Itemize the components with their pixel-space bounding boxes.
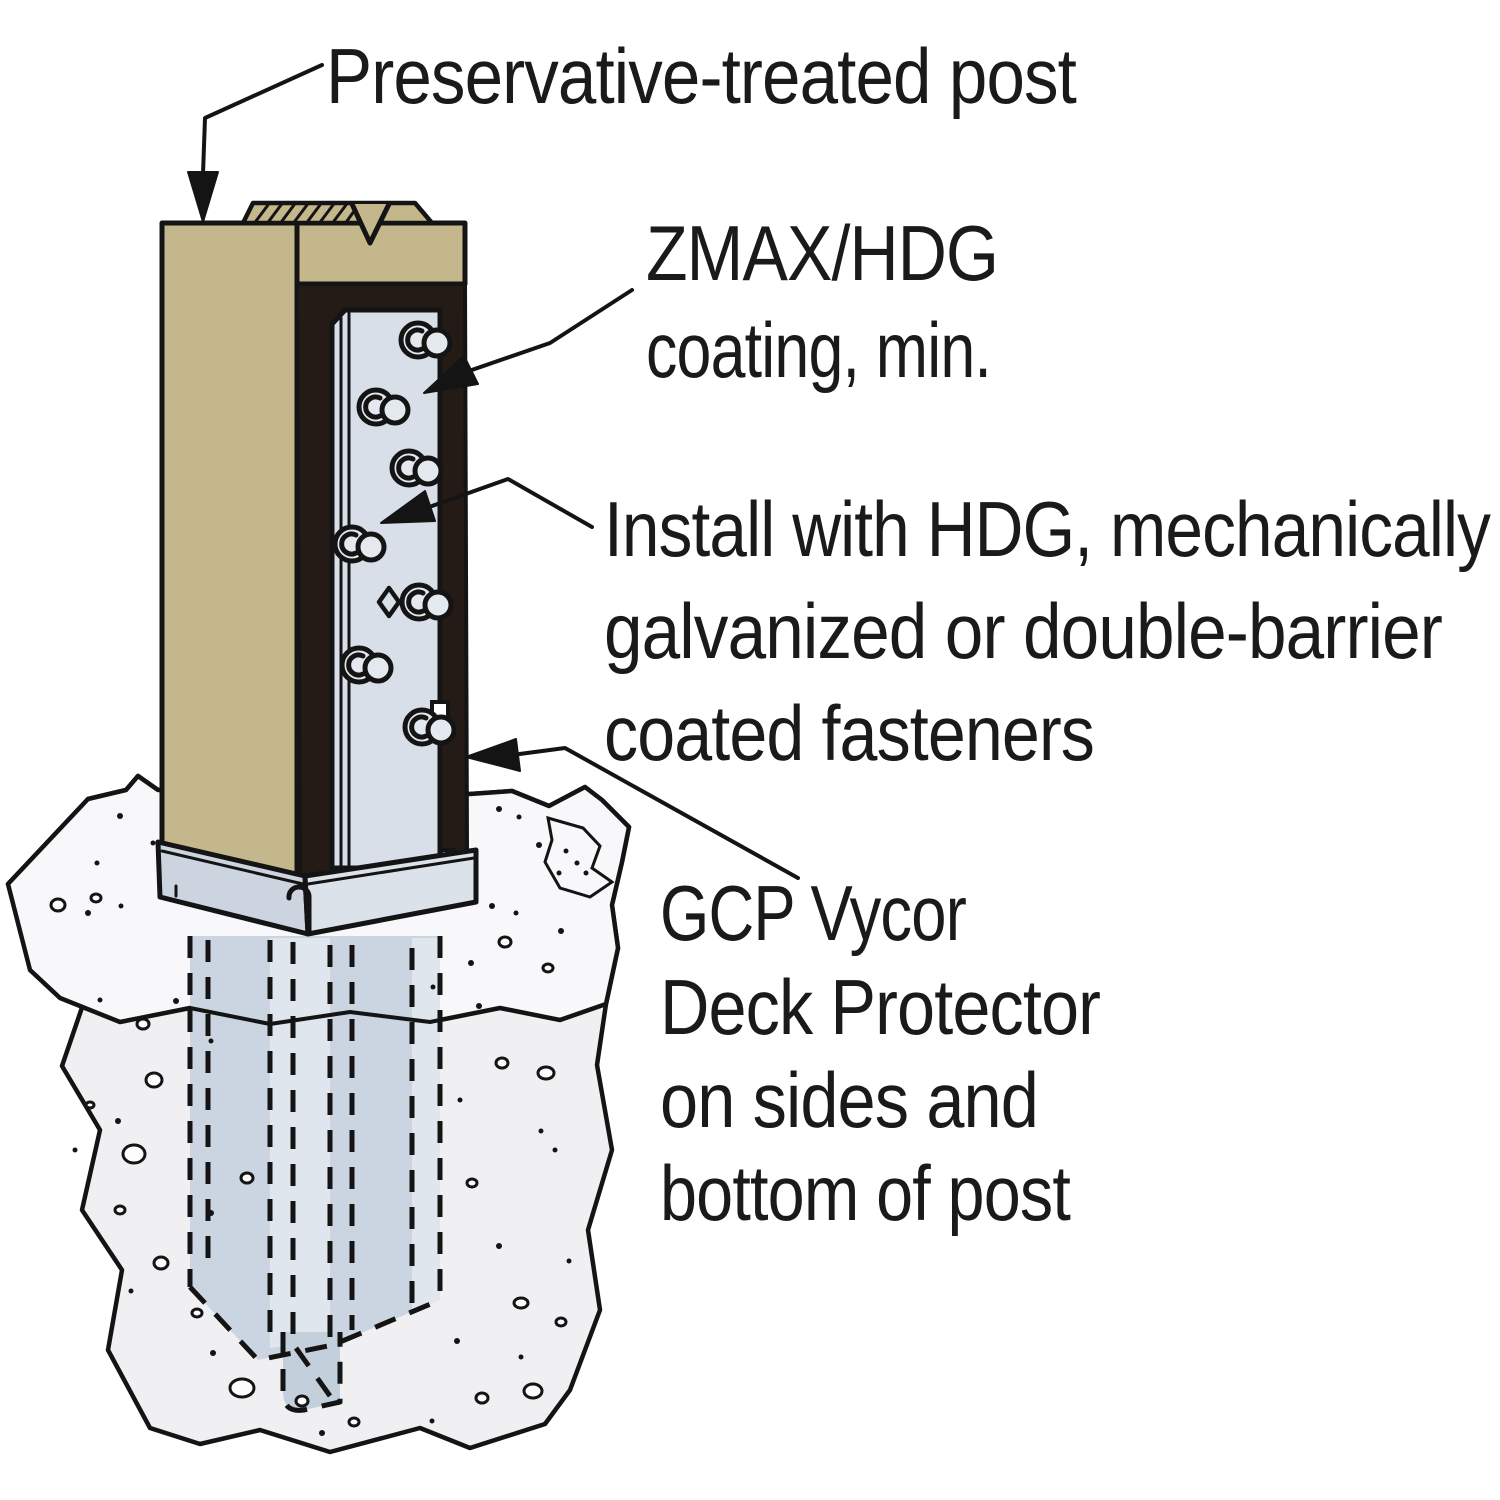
base-collar	[155, 839, 479, 937]
post-front-face	[159, 220, 300, 879]
label-fasteners-line3: coated fasteners	[604, 689, 1094, 777]
label-coating-line2: coating, min.	[646, 306, 991, 394]
leader-lines	[187, 63, 800, 880]
buried-foot-fill	[283, 1332, 340, 1411]
buried-post-base	[28, 936, 608, 1413]
label-membrane-line2: Deck Protector	[660, 963, 1100, 1051]
hidden-edges	[187, 936, 443, 1413]
label-membrane-line3: on sides and	[660, 1056, 1038, 1144]
pebbles	[49, 892, 568, 1428]
concrete-texture	[49, 806, 615, 1436]
labels: Preservative-treated post ZMAX/HDG coati…	[326, 32, 1492, 1237]
post-side-face-top	[294, 220, 468, 287]
strap-diamond-hole	[376, 585, 402, 619]
label-membrane-line1: GCP Vycor	[660, 869, 966, 957]
post-base-strap	[329, 307, 456, 871]
arrowhead-membrane	[465, 738, 521, 772]
label-coating-line1: ZMAX/HDG	[646, 209, 998, 297]
leader-coating	[464, 288, 634, 374]
speckle-dots	[72, 806, 589, 1436]
collar-hook-detail	[286, 884, 312, 936]
label-fasteners-line2: galvanized or double-barrier	[604, 587, 1442, 675]
label-preservative-treated-post: Preservative-treated post	[326, 32, 1077, 120]
label-membrane-line4: bottom of post	[660, 1149, 1071, 1237]
buried-highlight-right	[412, 938, 440, 1312]
spalled-edge-detail	[543, 815, 615, 899]
collar-top-seam-left	[160, 849, 305, 886]
buried-highlight-left	[270, 938, 330, 1348]
leader-fasteners	[430, 477, 594, 529]
grade-line	[28, 968, 608, 1026]
arrowhead-fasteners	[380, 490, 436, 524]
label-fasteners-line1: Install with HDG, mechanically	[604, 485, 1491, 573]
arrowhead-coating	[423, 355, 479, 394]
arrowhead-post	[187, 171, 219, 223]
collar-top-seam-right	[306, 856, 476, 886]
post-top-notch	[349, 202, 392, 246]
leader-post	[201, 63, 324, 176]
leader-membrane	[510, 746, 800, 880]
